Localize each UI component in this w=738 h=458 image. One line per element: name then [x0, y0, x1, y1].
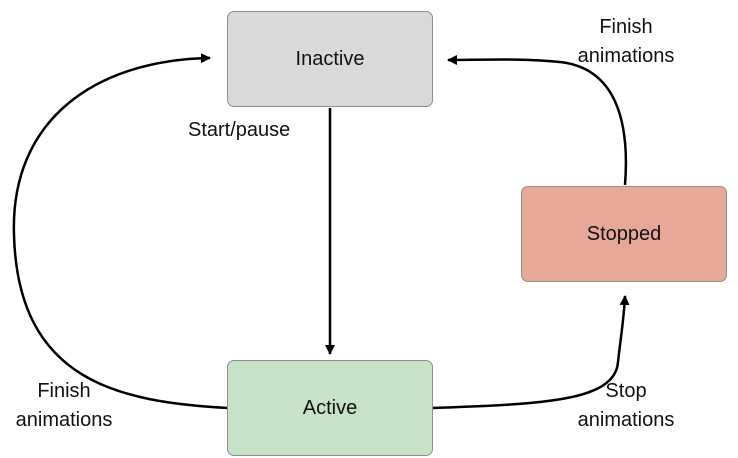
- label-stop-animations: Stop animations: [577, 380, 675, 431]
- state-stopped: Stopped: [521, 186, 727, 282]
- state-active: Active: [227, 360, 433, 456]
- state-active-label: Active: [302, 396, 358, 419]
- label-finish-animations-left: Finish animations: [15, 380, 113, 431]
- state-inactive-label: Inactive: [295, 47, 365, 70]
- state-stopped-label: Stopped: [586, 222, 662, 245]
- label-finish-animations-top: Finish animations: [577, 16, 675, 67]
- label-start-pause: Start/pause: [188, 119, 291, 141]
- state-inactive: Inactive: [227, 11, 433, 107]
- arrow-stopped-to-inactive: [447, 54, 628, 186]
- arrow-active-to-inactive: [12, 53, 229, 410]
- arrow-active-to-stopped: [432, 295, 630, 410]
